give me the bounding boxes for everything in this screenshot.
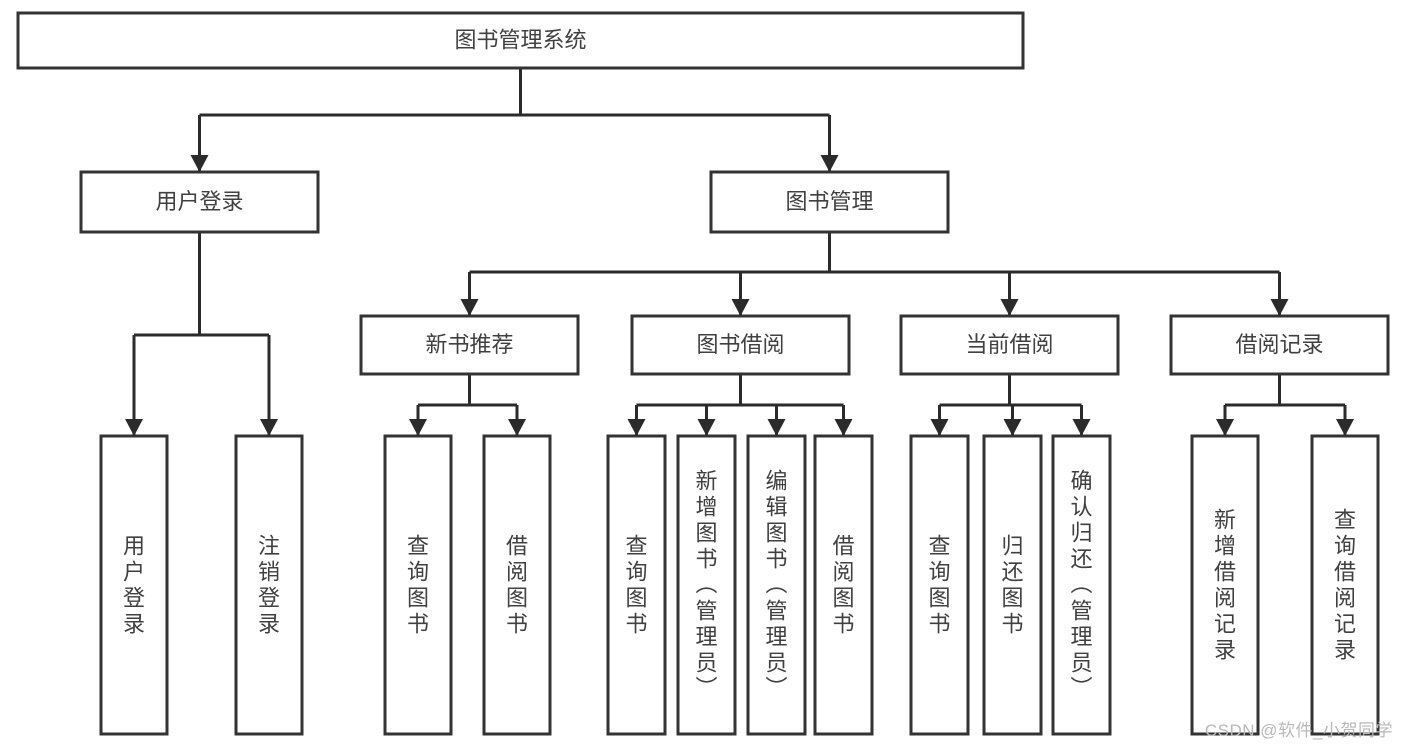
node-leaf-add-book-admin[interactable]: 新增图书（管理员） <box>676 434 737 736</box>
node-label-book-borrow: 图书借阅 <box>696 332 784 357</box>
node-label-leaf-query-book-recommend: 查询图书 <box>407 533 429 636</box>
node-label-leaf-query-borrow-record: 查询借阅记录 <box>1334 507 1356 662</box>
node-box-leaf-borrow-book-recommend <box>482 434 552 736</box>
node-box-leaf-borrow-book <box>813 434 874 736</box>
node-leaf-borrow-book[interactable]: 借阅图书 <box>813 434 874 736</box>
node-label-leaf-logout-login: 注销登录 <box>258 533 280 636</box>
arrow-head-icon <box>697 419 716 436</box>
arrow-head-icon <box>1072 419 1091 436</box>
arrow-head-icon <box>731 299 750 316</box>
node-label-leaf-borrow-book: 借阅图书 <box>832 533 854 636</box>
node-label-root: 图书管理系统 <box>454 27 586 52</box>
arrow-head-icon <box>767 419 786 436</box>
arrow-head-icon <box>1000 299 1019 316</box>
node-label-leaf-edit-book-admin: 编辑图书（管理员） <box>765 468 787 701</box>
node-box-leaf-edit-book-admin <box>746 434 807 736</box>
node-box-user-login <box>79 170 320 234</box>
node-box-leaf-add-borrow-record <box>1190 434 1260 736</box>
node-label-leaf-borrow-book-recommend: 借阅图书 <box>506 533 528 636</box>
arrow-head-icon <box>460 299 479 316</box>
node-label-new-book-recommend: 新书推荐 <box>425 332 513 357</box>
node-root[interactable]: 图书管理系统 <box>16 11 1025 70</box>
node-box-leaf-query-book-current <box>909 434 970 736</box>
node-box-new-book-recommend <box>359 314 580 376</box>
arrow-head-icon <box>190 155 209 172</box>
node-label-leaf-query-book-current: 查询图书 <box>928 533 950 636</box>
node-label-leaf-confirm-return-admin: 确认归还（管理员） <box>1070 468 1092 701</box>
node-box-leaf-confirm-return-admin <box>1051 434 1112 736</box>
node-leaf-logout-login[interactable]: 注销登录 <box>234 434 304 736</box>
node-box-current-borrow <box>899 314 1120 376</box>
node-new-book-recommend[interactable]: 新书推荐 <box>359 314 580 376</box>
node-box-leaf-logout-login <box>234 434 304 736</box>
arrow-head-icon <box>930 419 949 436</box>
node-label-leaf-query-book-borrow: 查询图书 <box>625 533 647 636</box>
node-box-leaf-return-book <box>982 434 1043 736</box>
node-label-leaf-return-book: 归还图书 <box>1001 533 1023 636</box>
node-borrow-record[interactable]: 借阅记录 <box>1169 314 1390 376</box>
node-leaf-query-book-borrow[interactable]: 查询图书 <box>606 434 667 736</box>
edge-group-book-borrow <box>627 374 853 436</box>
node-leaf-query-book-current[interactable]: 查询图书 <box>909 434 970 736</box>
node-leaf-query-borrow-record[interactable]: 查询借阅记录 <box>1310 434 1380 736</box>
node-box-leaf-query-book-recommend <box>383 434 453 736</box>
node-box-borrow-record <box>1169 314 1390 376</box>
arrow-head-icon <box>627 419 646 436</box>
node-leaf-borrow-book-recommend[interactable]: 借阅图书 <box>482 434 552 736</box>
node-label-book-management: 图书管理 <box>785 189 873 214</box>
node-label-leaf-add-borrow-record: 新增借阅记录 <box>1214 507 1236 662</box>
arrow-head-icon <box>260 419 278 436</box>
node-leaf-confirm-return-admin[interactable]: 确认归还（管理员） <box>1051 434 1112 736</box>
node-box-book-borrow <box>630 314 851 376</box>
node-box-leaf-add-book-admin <box>676 434 737 736</box>
node-label-leaf-add-book-admin: 新增图书（管理员） <box>695 468 717 701</box>
node-label-current-borrow: 当前借阅 <box>965 332 1053 357</box>
node-leaf-user-login[interactable]: 用户登录 <box>99 434 169 736</box>
node-box-root <box>16 11 1025 70</box>
arrow-head-icon <box>834 419 853 436</box>
node-leaf-query-book-recommend[interactable]: 查询图书 <box>383 434 453 736</box>
node-leaf-add-borrow-record[interactable]: 新增借阅记录 <box>1190 434 1260 736</box>
node-box-leaf-query-borrow-record <box>1310 434 1380 736</box>
arrow-head-icon <box>508 419 526 436</box>
arrow-head-icon <box>1216 419 1234 436</box>
node-book-borrow[interactable]: 图书借阅 <box>630 314 851 376</box>
arrow-head-icon <box>1003 419 1022 436</box>
node-label-user-login: 用户登录 <box>155 189 243 214</box>
edge-group-root <box>190 68 839 172</box>
node-current-borrow[interactable]: 当前借阅 <box>899 314 1120 376</box>
node-leaf-edit-book-admin[interactable]: 编辑图书（管理员） <box>746 434 807 736</box>
arrow-head-icon <box>409 419 427 436</box>
node-label-borrow-record: 借阅记录 <box>1235 332 1323 357</box>
edge-group-book-management <box>460 232 1289 316</box>
node-box-book-management <box>709 170 950 234</box>
edge-group-borrow-record <box>1216 374 1354 436</box>
edge-group-new-book-recommend <box>409 374 526 436</box>
arrow-head-icon <box>1336 419 1354 436</box>
node-book-management[interactable]: 图书管理 <box>709 170 950 234</box>
node-user-login[interactable]: 用户登录 <box>79 170 320 234</box>
node-leaf-return-book[interactable]: 归还图书 <box>982 434 1043 736</box>
node-layer: 图书管理系统用户登录图书管理新书推荐图书借阅当前借阅借阅记录用户登录注销登录查询… <box>16 11 1390 736</box>
connector-layer <box>125 68 1354 436</box>
arrow-head-icon <box>1270 299 1289 316</box>
arrow-head-icon <box>820 155 839 172</box>
node-box-leaf-user-login <box>99 434 169 736</box>
node-box-leaf-query-book-borrow <box>606 434 667 736</box>
edge-group-user-login <box>125 232 278 436</box>
node-label-leaf-user-login: 用户登录 <box>123 533 145 636</box>
arrow-head-icon <box>125 419 143 436</box>
edge-group-current-borrow <box>930 374 1091 436</box>
